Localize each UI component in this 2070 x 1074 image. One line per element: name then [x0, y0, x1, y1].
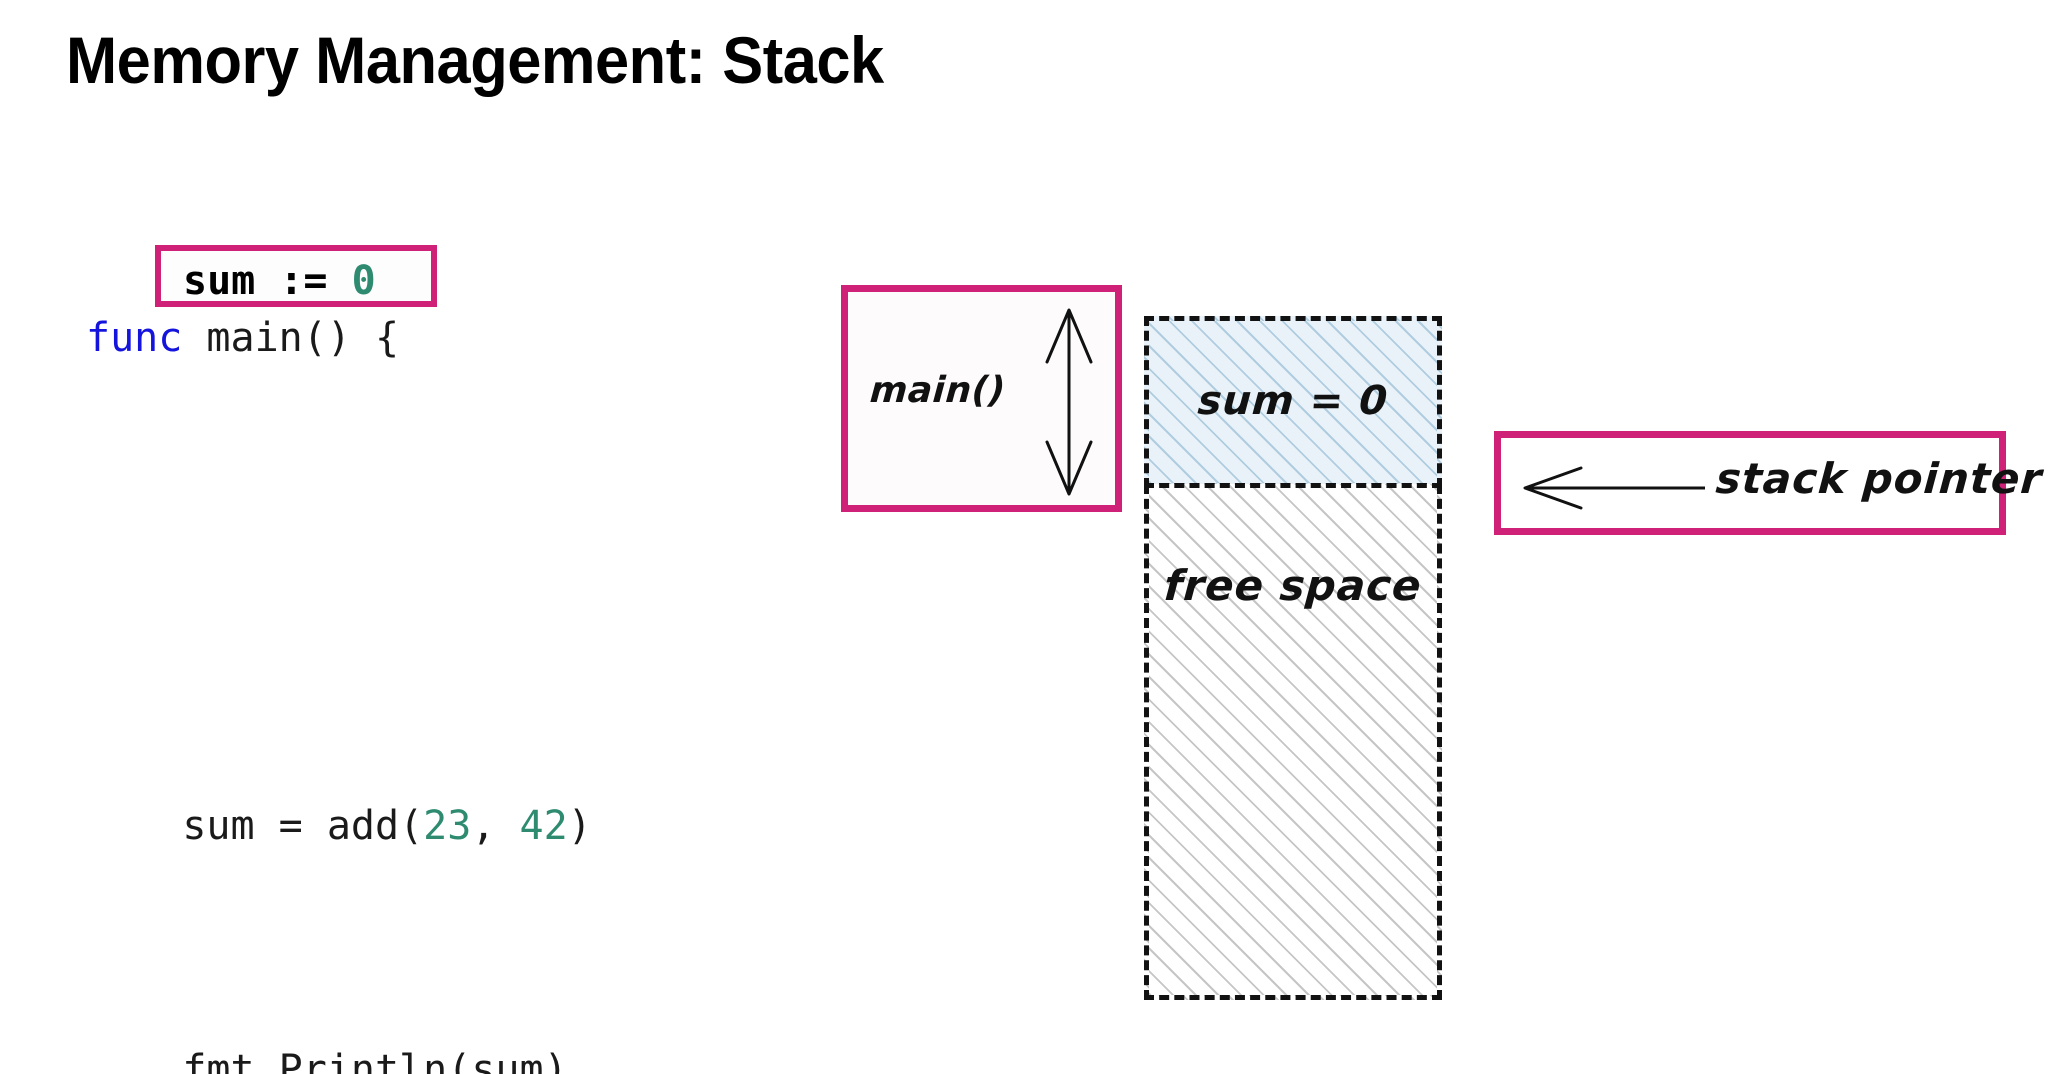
double-headed-vertical-arrow-icon [1045, 308, 1093, 496]
code-line-3: sum = add(23, 42) [86, 796, 664, 857]
page-title: Memory Management: Stack [66, 23, 884, 97]
code-line-4: fmt.Println(sum) [86, 1040, 664, 1074]
highlight-value: 0 [351, 258, 376, 304]
code-number-42: 42 [519, 803, 568, 849]
left-arrow-icon [1523, 466, 1705, 510]
code-highlight-text: sum := 0 [183, 257, 376, 305]
stack-pointer-callout: stack pointer [1494, 431, 2044, 535]
main-frame-label: main() [868, 370, 1008, 411]
stack-pointer-label: stack pointer [1714, 454, 2045, 503]
code-text: fmt.Println(sum) [86, 1047, 568, 1074]
code-text: main() { [182, 315, 400, 361]
code-highlight-box: sum := 0 [155, 245, 437, 307]
code-block: func main() { sum = add(23, 42) fmt.Prin… [86, 186, 664, 1074]
highlight-operator: := [279, 258, 328, 304]
highlight-variable: sum [183, 258, 256, 304]
main-frame-box: main() [841, 285, 1122, 512]
stack-cell-used-label: sum = 0 [1196, 378, 1390, 424]
stack-cell-free [1144, 484, 1442, 1000]
code-text: , [471, 803, 520, 849]
stack-cell-used [1144, 316, 1442, 488]
code-keyword-func: func [86, 315, 183, 361]
code-line-1: func main() { [86, 308, 664, 369]
code-line-2-placeholder [86, 552, 664, 613]
code-text: ) [567, 803, 592, 849]
code-text: sum = add( [86, 803, 424, 849]
stack-cell-free-label: free space [1162, 561, 1424, 610]
stack-memory-column: sum = 0 free space [1144, 316, 1442, 1000]
code-number-23: 23 [423, 803, 472, 849]
stack-cell-divider [1144, 483, 1442, 488]
